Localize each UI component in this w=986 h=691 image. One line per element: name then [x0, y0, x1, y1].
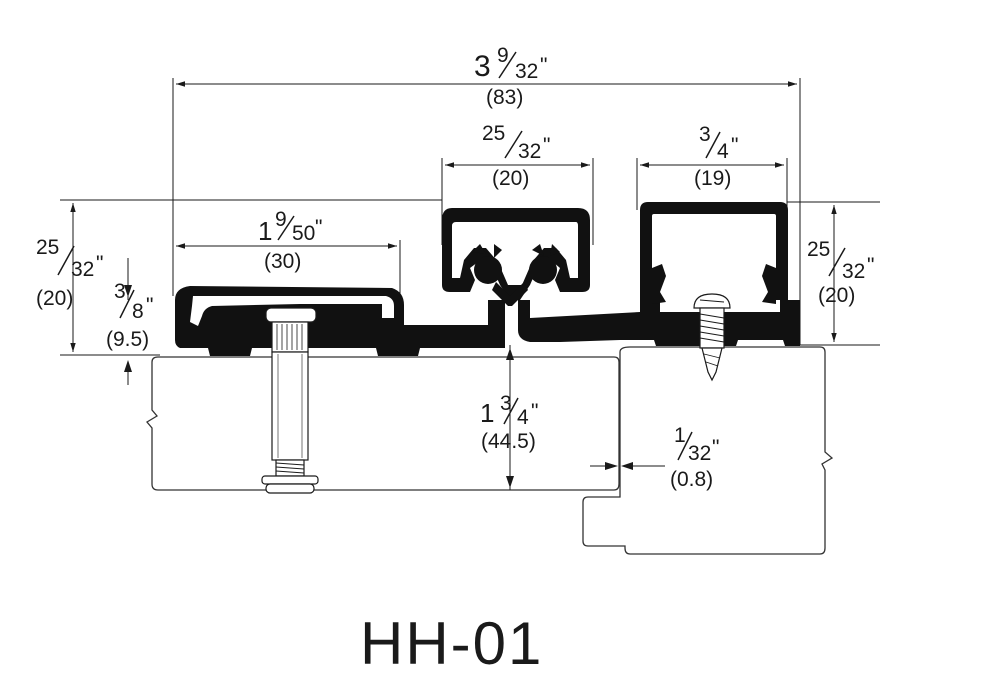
dim-left-small-den: 8	[132, 300, 144, 323]
dim-gap-num: 1	[674, 424, 686, 447]
dim-left-height-num: 25	[36, 236, 59, 259]
dim-overall-width: 3 9 32 " (83)	[474, 44, 547, 109]
dim-knuckle-mm: (20)	[492, 167, 529, 190]
dim-left-leaf-mm: (30)	[264, 250, 301, 273]
dim-right-height: 25 32 " (20)	[807, 238, 874, 307]
dim-left-leaf: 1 9 50 " (30)	[258, 208, 322, 273]
dim-right-height-inch: "	[867, 254, 874, 277]
dim-left-leaf-den: 50	[292, 222, 315, 245]
dim-door-num: 3	[500, 392, 512, 415]
dimension-arrows	[70, 81, 837, 488]
dim-right-height-num: 25	[807, 238, 830, 261]
model-title: HH-01	[360, 610, 543, 677]
dim-overall-inch: "	[540, 54, 547, 77]
dim-door-mm: (44.5)	[481, 430, 536, 453]
dim-left-small-mm: (9.5)	[106, 328, 149, 351]
dim-overall-whole: 3	[474, 50, 491, 83]
dim-knuckle-num: 25	[482, 122, 505, 145]
dim-knuckle-inch: "	[543, 134, 550, 157]
door-frame-jamb	[582, 346, 834, 555]
dim-left-small: 3 8 " (9.5)	[106, 280, 153, 351]
dim-door-den: 4	[517, 406, 529, 429]
dim-left-height-mm: (20)	[36, 287, 73, 310]
dim-left-small-inch: "	[146, 294, 153, 317]
dim-gap-inch: "	[712, 436, 719, 459]
dim-channel-mm: (19)	[694, 167, 731, 190]
dim-left-height: 25 32 " (20)	[36, 236, 103, 310]
dim-left-small-num: 3	[114, 280, 126, 303]
dim-left-leaf-num: 9	[275, 208, 287, 231]
frame-screw	[693, 293, 731, 382]
dim-channel-den: 4	[717, 140, 729, 163]
hinge-profile	[175, 202, 800, 356]
dim-knuckle-den: 32	[518, 140, 541, 163]
dim-right-height-mm: (20)	[818, 284, 855, 307]
door-panel	[146, 356, 620, 491]
dim-left-leaf-whole: 1	[258, 216, 272, 246]
dim-overall-den: 32	[515, 60, 538, 83]
dim-channel-num: 3	[699, 123, 711, 146]
dim-gap-den: 32	[688, 442, 711, 465]
dim-left-height-den: 32	[71, 258, 94, 281]
dim-left-leaf-inch: "	[315, 216, 322, 239]
dim-gap-mm: (0.8)	[670, 468, 713, 491]
dim-door-whole: 1	[480, 398, 494, 428]
dim-knuckle-width: 25 32 " (20)	[482, 122, 550, 190]
dim-gap: 1 32 " (0.8)	[670, 424, 719, 491]
dim-overall-num: 9	[497, 44, 509, 67]
dim-door-inch: "	[531, 400, 538, 423]
dim-right-height-den: 32	[842, 260, 865, 283]
dim-door-thickness: 1 3 4 " (44.5)	[480, 392, 538, 453]
dim-left-height-inch: "	[96, 252, 103, 275]
through-bolt	[261, 307, 319, 494]
dim-channel-inch: "	[731, 134, 738, 157]
dim-overall-mm: (83)	[486, 86, 523, 109]
dim-channel-width: 3 4 " (19)	[694, 123, 738, 190]
